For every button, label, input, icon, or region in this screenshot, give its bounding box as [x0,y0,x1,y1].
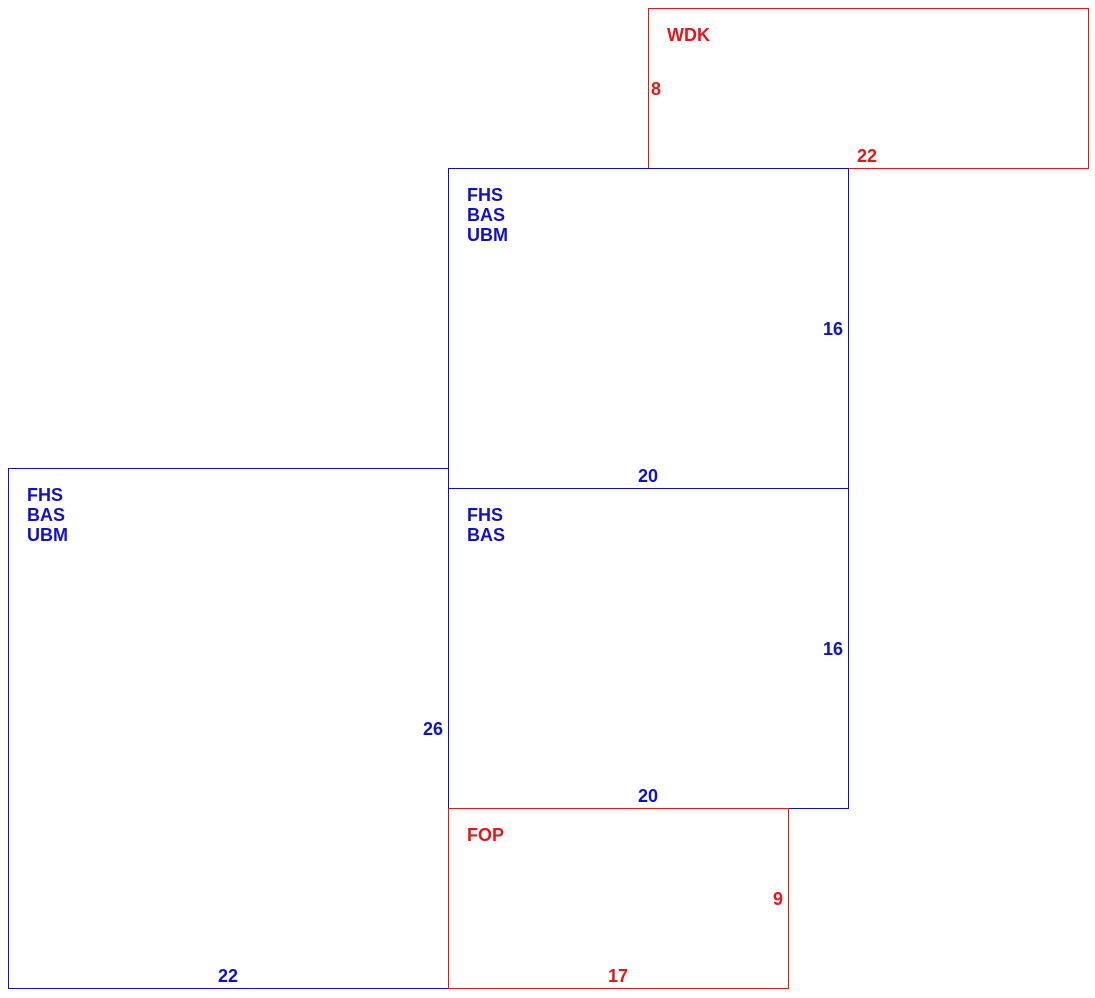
region-label-fop: FOP [467,825,505,845]
region-labels: FHS BAS [467,505,505,545]
region-label-wdk: WDK [667,25,710,45]
region-fop: FOP 9 17 [448,808,789,989]
region-labels: FHS BAS UBM [467,185,508,245]
region-label-bas: BAS [467,525,506,545]
height-dimension: 16 [822,319,843,339]
region-labels: WDK [667,25,710,45]
height-dimension: 26 [422,719,443,739]
region-wdk: WDK 8 22 [648,8,1089,169]
region-label-fhs: FHS [467,185,503,205]
height-dimension: 9 [772,889,783,909]
height-dimension: 16 [822,639,843,659]
region-label-bas: BAS [467,205,506,225]
width-dimension: 22 [217,966,239,986]
region-labels: FOP [467,825,504,845]
region-left-block: FHS BAS UBM 26 22 [8,468,449,989]
height-dimension: 8 [651,79,662,99]
region-middle-block: FHS BAS 16 20 [448,488,849,809]
width-dimension: 22 [856,146,878,166]
region-upper-block: FHS BAS UBM 16 20 [448,168,849,489]
width-dimension: 17 [607,966,629,986]
region-labels: FHS BAS UBM [27,485,68,545]
region-label-ubm: UBM [467,225,508,245]
width-dimension: 20 [637,786,659,806]
width-dimension: 20 [637,466,659,486]
region-label-fhs: FHS [27,485,63,505]
region-label-ubm: UBM [27,525,68,545]
region-label-fhs: FHS [467,505,503,525]
region-label-bas: BAS [27,505,66,525]
